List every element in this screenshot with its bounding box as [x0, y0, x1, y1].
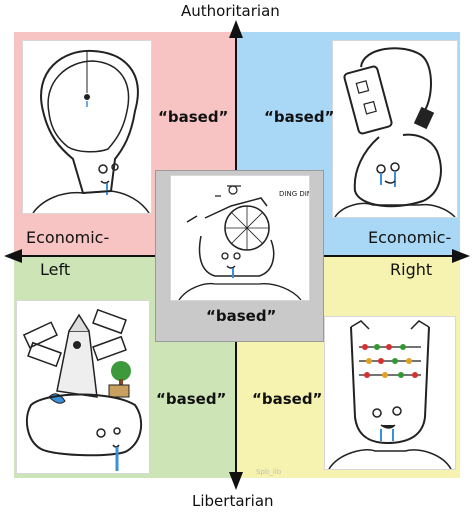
- panel-center: DING DING: [170, 175, 310, 301]
- panel-lib-left: [16, 300, 150, 474]
- arrow-down-icon: [229, 472, 243, 490]
- watermark: Spb_lib: [256, 468, 282, 476]
- caption-center: “based”: [206, 307, 277, 325]
- panel-auth-right: [332, 40, 458, 218]
- panel-lib-right: [324, 316, 456, 470]
- center-box: DING DING “based”: [155, 170, 324, 342]
- wojak-power-strip-icon: [334, 47, 456, 217]
- wojak-bicycle-icon: DING DING: [178, 185, 309, 300]
- axis-label-economic-right: Economic-: [368, 228, 452, 247]
- wojak-abacus-icon: [328, 320, 452, 469]
- axis-label-left: Left: [40, 260, 71, 279]
- caption-auth-left: “based”: [158, 108, 229, 126]
- sound-effect-text: DING DING: [279, 190, 309, 198]
- arrow-left-icon: [4, 249, 22, 263]
- arrow-right-icon: [452, 249, 470, 263]
- caption-auth-right: “based”: [264, 108, 335, 126]
- axis-label-authoritarian: Authoritarian: [181, 2, 280, 20]
- caption-lib-left: “based”: [156, 390, 227, 408]
- caption-lib-right: “based”: [252, 390, 323, 408]
- panel-auth-left: [22, 40, 152, 214]
- axis-label-right: Right: [390, 260, 433, 279]
- axis-label-libertarian: Libertarian: [192, 492, 274, 510]
- wojak-hanging-brain-icon: [32, 49, 150, 213]
- axis-label-economic-left: Economic-: [26, 228, 110, 247]
- arrow-up-icon: [229, 20, 243, 38]
- wojak-windmill-icon: [22, 308, 143, 471]
